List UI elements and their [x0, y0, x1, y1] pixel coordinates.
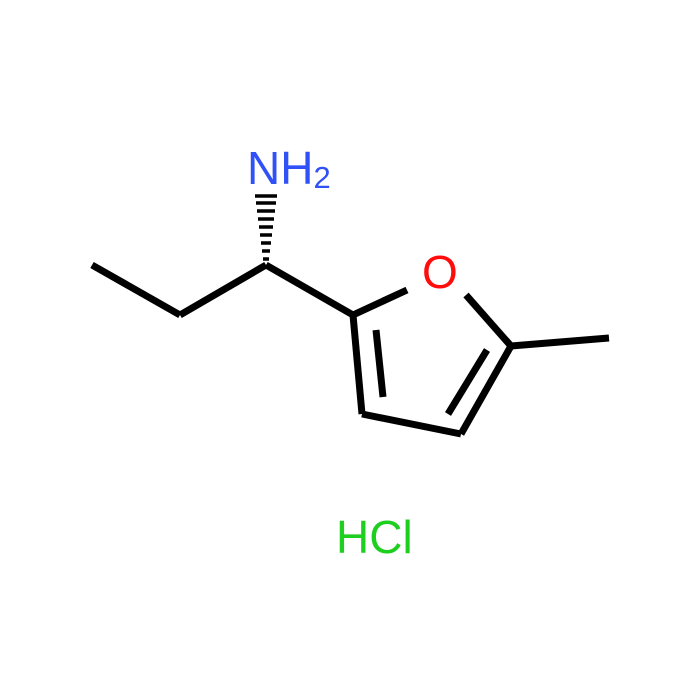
oxygen-label: O: [422, 246, 458, 298]
bond-furan-c4-c3: [361, 410, 462, 438]
amine-label-text: NH: [247, 142, 313, 194]
bond-furan-c3-c2-inner: [372, 329, 387, 398]
bond-furan-c4-c5-inner: [445, 348, 490, 416]
bond-furan-c5-c4: [457, 344, 515, 436]
bond-furan-c2-o1: [351, 286, 409, 319]
amine-subscript: 2: [313, 160, 330, 195]
bond-furan-o1-c5: [463, 292, 514, 349]
hashed-wedge-bond: [255, 194, 277, 261]
bond-ethyl-methylene: [178, 261, 268, 319]
salt-label: HCl: [336, 511, 413, 563]
amine-label: NH2: [247, 142, 331, 195]
bond-furan-methyl: [510, 334, 610, 350]
bond-furan-c3-c2: [349, 314, 366, 415]
bond-ethyl-methyl: [90, 261, 182, 319]
bond-stereocenter-furan: [264, 261, 355, 319]
